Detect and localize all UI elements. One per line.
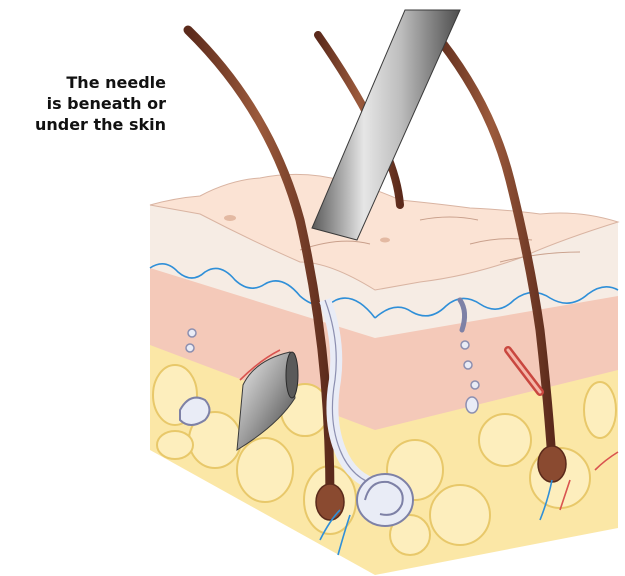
nerve-ending	[188, 329, 196, 337]
nerve-ending	[461, 341, 469, 349]
nerve-ending	[466, 397, 478, 413]
nerve-ending	[464, 361, 472, 369]
hair-bulb	[538, 446, 566, 482]
sweat-gland-coil	[357, 474, 413, 526]
fat-lobule	[237, 438, 293, 502]
hair-bulb	[316, 484, 344, 520]
fat-lobule	[430, 485, 490, 545]
fat-lobule	[479, 414, 531, 466]
nerve-ending	[186, 344, 194, 352]
fat-lobule	[157, 431, 193, 459]
skin-pore	[224, 215, 236, 221]
fat-lobule	[584, 382, 616, 438]
skin-pore	[380, 238, 390, 243]
nerve-ending	[471, 381, 479, 389]
